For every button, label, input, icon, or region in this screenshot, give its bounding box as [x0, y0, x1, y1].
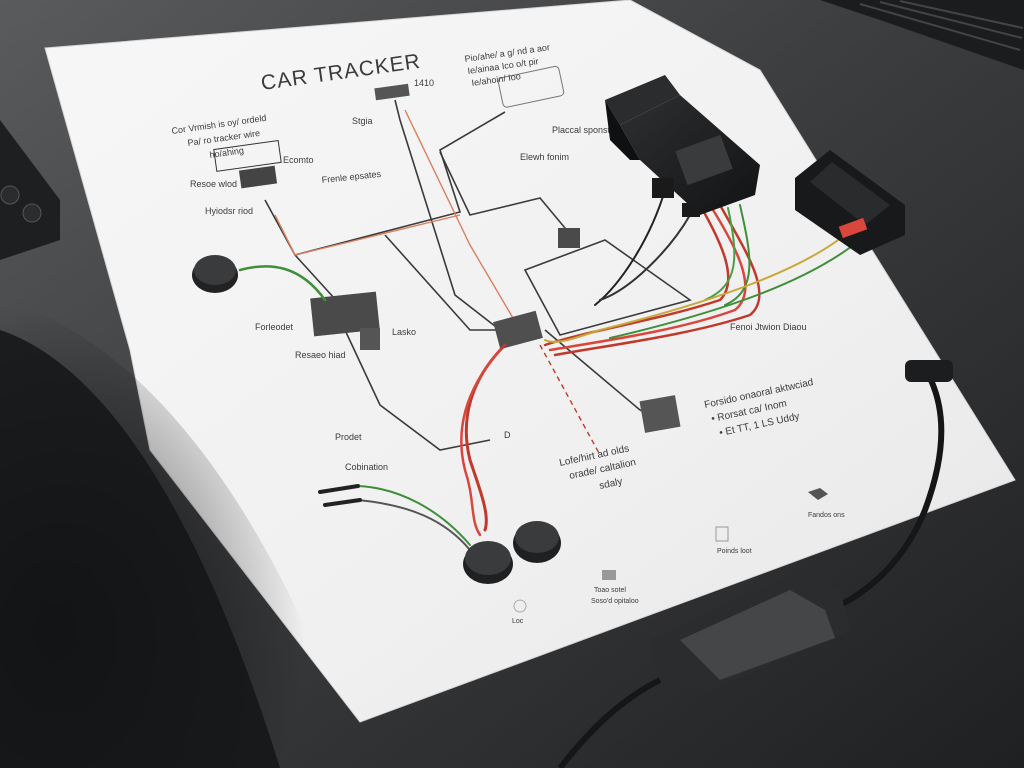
label-placal-sponst: Placcal sponst [552, 125, 611, 135]
schematic-sensor [639, 395, 681, 433]
label-cobination: Cobination [345, 462, 388, 472]
device-port [682, 203, 700, 217]
label-resaeo-hiad: Resaeo hiad [295, 350, 346, 360]
label-1410: 1410 [414, 78, 434, 88]
schematic-paper [44, 0, 1016, 723]
obd-connector [795, 150, 905, 255]
wiring-harness [238, 189, 861, 551]
schematic-connector-pins [238, 165, 278, 189]
tiny-label-3: Loc [512, 618, 524, 625]
steering-wheel [0, 330, 280, 768]
note-bottom-mid-3: sdaly [598, 476, 623, 492]
device-port [652, 178, 674, 198]
console-button [0, 185, 20, 205]
icon-label-1: Poinds loot [717, 548, 752, 555]
tiny-label-1: Toao sotel [594, 587, 626, 594]
usb-plug [905, 360, 953, 382]
device-label-sticker [675, 134, 733, 186]
usb-power-adapter [557, 360, 953, 768]
schematic-junction [493, 310, 543, 350]
schematic-red-trace [274, 214, 461, 256]
schematic-dashed-line [539, 344, 601, 456]
hand-icon [715, 526, 729, 542]
console-button [22, 203, 42, 223]
schematic-switch [360, 328, 380, 350]
label-forleodet: Forleodet [255, 322, 294, 332]
round-sensor-pad [513, 521, 561, 563]
chart-icon [602, 570, 616, 580]
tiny-label-2: Soso'd opitaloo [591, 598, 639, 605]
label-elewh-fonim: Elewh fonim [520, 152, 569, 162]
pin-icon [513, 599, 527, 613]
label-lasko: Lasko [392, 327, 416, 337]
schematic-fuse [374, 83, 410, 101]
schematic-red-trace [404, 109, 521, 331]
connector-terminal [838, 217, 868, 239]
console-panel [0, 120, 60, 260]
arrow-icon [808, 488, 828, 500]
round-sensor-pad [192, 255, 238, 293]
label-resoe-wlod: Resoe wlod [190, 179, 237, 189]
label-d: D [504, 430, 511, 440]
schematic-relay [310, 291, 380, 337]
label-ecomto: Ecomto [283, 155, 314, 165]
icon-label-2: Fandos ons [808, 512, 845, 519]
schematic-lines [264, 99, 692, 451]
label-fenoi-jtwion: Fenoi Jtwion Diaou [730, 322, 807, 332]
label-prodet: Prodet [335, 432, 362, 442]
schematic-plug [558, 228, 580, 248]
air-vent [820, 0, 1024, 70]
schematic-connector-box [213, 139, 282, 172]
round-sensor-pad [463, 541, 513, 584]
label-hyiodsr-riod: Hyiodsr riod [205, 206, 253, 216]
note-left-3: ho/ahing [209, 145, 245, 160]
gps-tracker-box [605, 75, 760, 217]
label-stgia: Stgia [352, 116, 373, 126]
schematic-obd-drawing [497, 65, 565, 108]
